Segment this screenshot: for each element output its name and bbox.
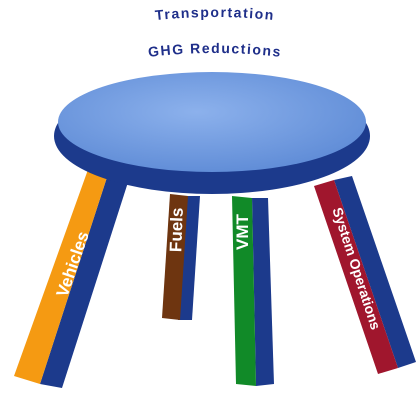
leg-vehicles: Vehicles xyxy=(14,164,130,388)
leg-fuels-label: Fuels xyxy=(166,207,187,252)
leg-system-operations-shadow xyxy=(334,176,416,368)
leg-system-operations-face xyxy=(314,180,398,374)
leg-vehicles-face xyxy=(14,164,110,384)
leg-system-operations: System Operations xyxy=(314,176,416,374)
title-line-1: Transportation xyxy=(154,4,275,23)
leg-vmt: VMT xyxy=(232,196,274,386)
leg-vmt-label: VMT xyxy=(233,213,252,250)
title-line-2: GHG Reductions xyxy=(147,40,283,60)
leg-vehicles-shadow xyxy=(40,168,130,388)
seat-top xyxy=(58,72,366,172)
leg-fuels-face xyxy=(162,194,188,320)
leg-fuels: Fuels xyxy=(162,194,200,320)
leg-vmt-face xyxy=(232,196,256,386)
stool-seat xyxy=(54,72,370,194)
leg-fuels-shadow xyxy=(178,196,200,320)
leg-vmt-shadow xyxy=(252,198,274,386)
